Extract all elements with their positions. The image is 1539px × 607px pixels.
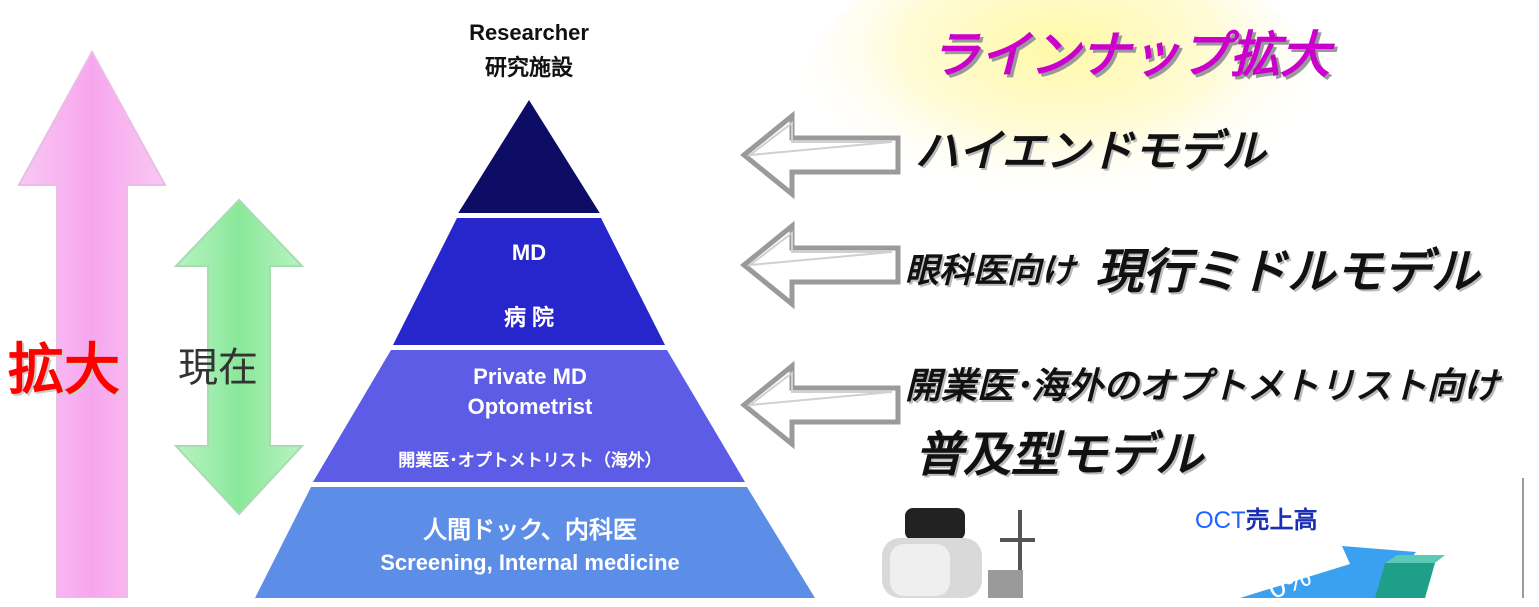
arrow-left-icon [740, 220, 901, 310]
oct-sales-title: OCT売上高 [1195, 500, 1318, 535]
tier-md-en: MD [511, 240, 547, 265]
tier-private-md-en: Private MD [473, 364, 587, 389]
lineup-headline: ラインナップ拡大 [930, 27, 1330, 83]
tier-screening-jp: 人間ドック、内科医 [423, 517, 637, 544]
sales-bar [1375, 555, 1445, 598]
current-range-arrow [173, 198, 305, 516]
market-pyramid [255, 100, 815, 598]
tier-md-jp: 病 院 [503, 305, 555, 330]
research-facility-label: 研究施設 [484, 55, 573, 80]
pyramid-tier-screening [255, 487, 815, 598]
oct-sales-suffix: 売上高 [1245, 507, 1318, 534]
expansion-arrow [17, 50, 167, 598]
private-md-overseas-label: 開業医･海外のオプトメトリスト向け [905, 365, 1500, 406]
tier-private-md-jp: 開業医･オプトメトリスト（海外） [398, 451, 662, 470]
pyramid-tier-researcher [457, 100, 601, 215]
researcher-label: Researcher [469, 20, 589, 45]
current-label: 現在 [178, 346, 258, 390]
tier-screening-en: Screening, Internal medicine [380, 550, 680, 575]
oct-device-image [882, 508, 1035, 598]
popular-model-label: 普及型モデル [915, 429, 1204, 482]
headline-glow [800, 0, 1320, 230]
ophthalmologist-label: 眼科医向け [905, 252, 1075, 290]
tier-optometrist-en: Optometrist [467, 394, 593, 419]
pyramid-tier-private-md [313, 350, 745, 482]
arrow-left-icon [740, 360, 901, 450]
high-end-model-label: ハイエンドモデル [915, 127, 1266, 176]
arrow-left-icon [740, 110, 901, 200]
sales-growth-arrow [1240, 546, 1416, 598]
current-middle-model-label: 現行ミドルモデル [1095, 246, 1480, 299]
oct-sales-prefix: OCT [1195, 507, 1246, 534]
expansion-label: 拡大 [8, 338, 120, 401]
pyramid-tier-md [393, 218, 665, 345]
frame-edge [1522, 478, 1524, 598]
